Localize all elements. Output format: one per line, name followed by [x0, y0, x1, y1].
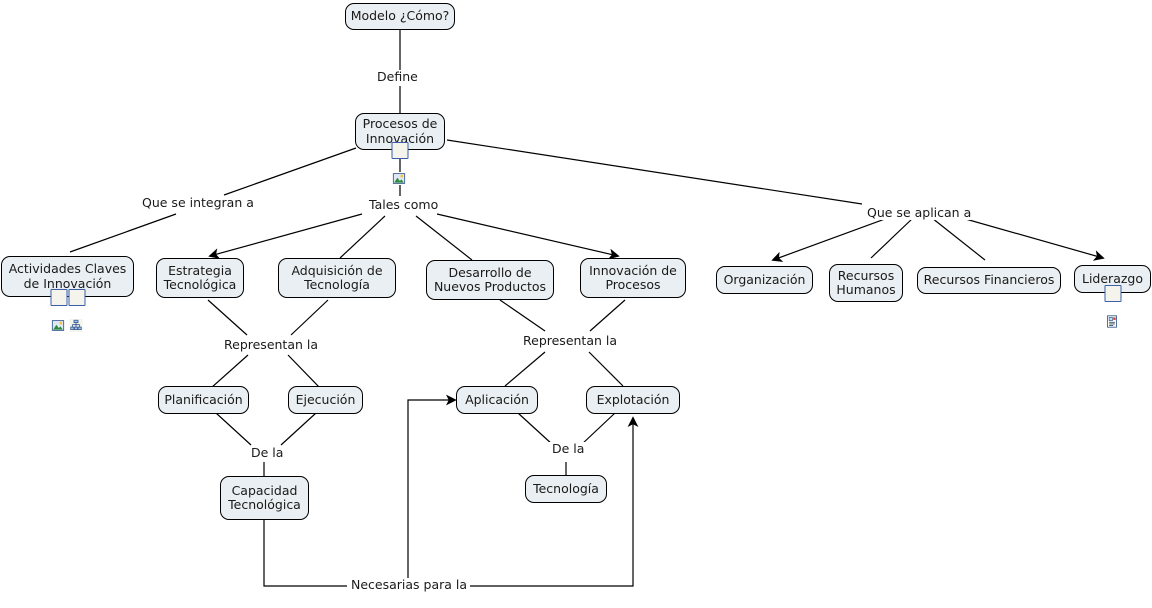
node-label: Innovación de Procesos [589, 262, 677, 292]
edge-desarrollo-representan-r [499, 299, 546, 332]
node-planificacion[interactable]: Planificación [158, 386, 249, 414]
edge-representan-l-ejecucion [287, 354, 321, 389]
link-label-que-se-integran-a: Que se integran a [139, 196, 257, 210]
node-label: Procesos de Innovación [362, 116, 438, 146]
picture-icon[interactable] [391, 142, 409, 185]
node-explotacion[interactable]: Explotación [586, 386, 680, 414]
node-label: Liderazgo [1082, 270, 1144, 286]
node-desarrollo-nuevos-productos[interactable]: Desarrollo de Nuevos Productos [426, 260, 554, 300]
link-label-define: Define [374, 70, 421, 84]
icon-tray [391, 142, 409, 185]
edge-representan-r-aplicacion [504, 351, 546, 387]
edge-aplican-liderazgo [954, 215, 1105, 261]
edge-adquisicion-representan-l [290, 299, 329, 336]
node-innovacion-procesos[interactable]: Innovación de Procesos [580, 258, 686, 298]
link-label-tales-como: Tales como [366, 198, 442, 212]
node-estrategia-tecnologica[interactable]: Estrategia Tecnológica [156, 258, 244, 298]
node-modelo-como[interactable]: Modelo ¿Cómo? [345, 3, 455, 30]
edge-tales-desarrollo [415, 215, 473, 261]
picture-icon[interactable] [50, 289, 67, 332]
node-label: Tecnología [533, 480, 599, 496]
node-label: Modelo ¿Cómo? [350, 8, 450, 24]
concept-map-icon[interactable] [68, 289, 85, 332]
edge-estrategia-representan-l [207, 299, 248, 336]
edge-tales-estrategia [208, 213, 363, 259]
edge-integran-actividades [69, 213, 177, 253]
link-label-necesarias-para-la: Necesarias para la [348, 578, 471, 592]
edge-representan-l-planificacion [210, 354, 249, 389]
node-ejecucion[interactable]: Ejecución [288, 386, 363, 414]
node-aplicacion[interactable]: Aplicación [456, 386, 538, 414]
edge-innovacion-representan-r [589, 299, 626, 332]
node-label: Explotación [596, 391, 670, 407]
node-capacidad-tecnologica[interactable]: Capacidad Tecnológica [220, 476, 309, 520]
node-label: Planificación [164, 391, 243, 407]
node-actividades-claves[interactable]: Actividades Claves de Innovación [1, 256, 134, 332]
node-label: Capacidad Tecnológica [228, 482, 301, 512]
node-adquisicion-tecnologia[interactable]: Adquisición de Tecnología [278, 258, 396, 298]
link-label-que-se-aplican-a: Que se aplican a [864, 206, 975, 220]
edge-capacidad-necesarias [263, 520, 347, 587]
edge-aplicacion-dela-r [517, 412, 554, 446]
edge-aplican-organizacion [771, 215, 894, 262]
edge-representan-r-explotacion [588, 351, 624, 387]
node-recursos-humanos[interactable]: Recursos Humanos [829, 264, 903, 302]
node-tecnologia[interactable]: Tecnología [525, 475, 607, 503]
edge-planificacion-dela-l [215, 412, 252, 446]
node-label: Actividades Claves de Innovación [8, 261, 127, 291]
node-recursos-financieros[interactable]: Recursos Financieros [917, 267, 1061, 294]
node-label: Recursos Financieros [923, 272, 1055, 288]
icon-tray [1104, 285, 1121, 328]
edge-procesos-integran [223, 147, 357, 196]
link-label-representan-la-left: Representan la [221, 338, 322, 352]
node-organizacion[interactable]: Organización [716, 266, 813, 294]
edge-necesarias-aplicacion [407, 394, 457, 586]
edge-explotacion-dela-r [580, 412, 616, 446]
node-label: Aplicación [465, 391, 529, 407]
node-label: Estrategia Tecnológica [163, 262, 237, 292]
edge-aplican-rfinancieros [931, 217, 986, 261]
edge-procesos-aplican [446, 139, 863, 205]
edge-tales-innovacion [436, 213, 620, 260]
node-liderazgo[interactable]: Liderazgo [1074, 265, 1151, 328]
link-label-de-la-left: De la [248, 446, 287, 460]
edge-aplican-rhumanos [870, 217, 914, 259]
node-label: Ejecución [295, 391, 356, 407]
link-label-de-la-right: De la [549, 442, 588, 456]
edge-ejecucion-dela-l [280, 412, 317, 446]
node-label: Organización [723, 271, 806, 287]
icon-tray [50, 289, 85, 332]
node-procesos-innovacion[interactable]: Procesos de Innovación [355, 113, 445, 185]
node-label: Desarrollo de Nuevos Productos [433, 264, 547, 294]
node-label: Recursos Humanos [836, 267, 896, 297]
node-label: Adquisición de Tecnología [291, 262, 383, 292]
edge-tales-adquisicion [339, 215, 386, 259]
link-label-representan-la-right: Representan la [520, 334, 621, 348]
document-resource-icon[interactable] [1104, 285, 1121, 328]
